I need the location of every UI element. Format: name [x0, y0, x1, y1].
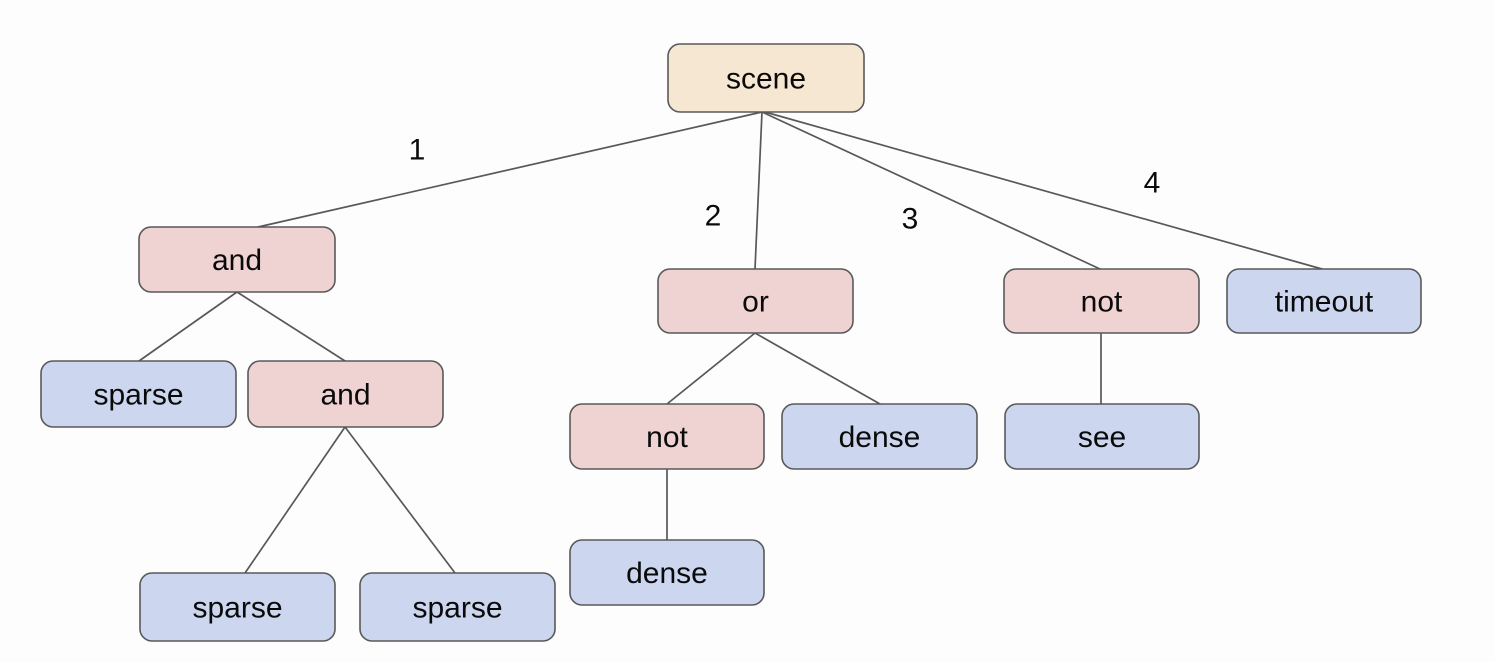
node-label-sparse2: sparse	[192, 592, 282, 625]
node-label-not2: not	[646, 421, 688, 454]
tree-node-sparse3[interactable]: sparse	[359, 572, 556, 642]
node-label-sparse3: sparse	[412, 592, 502, 625]
node-label-dense2: dense	[626, 557, 708, 590]
tree-node-timeout1[interactable]: timeout	[1226, 268, 1422, 334]
node-label-dense1: dense	[839, 421, 921, 454]
tree-node-sparse2[interactable]: sparse	[139, 572, 336, 642]
tree-edge-scene-to-and1	[257, 111, 763, 228]
node-label-timeout1: timeout	[1275, 286, 1374, 319]
tree-edge-and2-to-sparse3	[344, 426, 456, 574]
edge-label-3: 3	[902, 203, 919, 236]
node-label-scene: scene	[726, 63, 806, 96]
tree-edge-scene-to-timeout1	[764, 111, 1323, 270]
node-label-sparse1: sparse	[93, 379, 183, 412]
node-label-and2: and	[320, 379, 370, 412]
tree-edge-and2-to-sparse2	[244, 426, 346, 574]
node-label-or1: or	[742, 286, 769, 319]
node-box-sparse3[interactable]	[359, 572, 556, 642]
tree-node-and1[interactable]: and	[138, 226, 336, 293]
tree-node-dense1[interactable]: dense	[781, 403, 978, 470]
tree-node-see1[interactable]: see	[1004, 403, 1200, 470]
tree-edge-or1-to-not2	[666, 332, 756, 405]
edge-labels-layer: 1 2 3 4	[409, 134, 1161, 236]
node-box-not2[interactable]	[569, 403, 765, 470]
tree-node-or1[interactable]: or	[657, 268, 854, 334]
tree-node-not1[interactable]: not	[1003, 268, 1200, 334]
tree-edge-or1-to-dense1	[754, 332, 881, 405]
node-box-and2[interactable]	[247, 360, 444, 428]
node-box-sparse1[interactable]	[40, 360, 237, 428]
tree-edge-scene-to-or1	[754, 111, 763, 270]
node-box-sparse2[interactable]	[139, 572, 336, 642]
node-box-or1[interactable]	[657, 268, 854, 334]
node-box-see1[interactable]	[1004, 403, 1200, 470]
edges-layer	[138, 111, 1323, 574]
tree-node-dense2[interactable]: dense	[569, 539, 765, 606]
node-label-and1: and	[212, 244, 262, 277]
node-box-and1[interactable]	[138, 226, 336, 293]
tree-node-and2[interactable]: and	[247, 360, 444, 428]
node-label-see1: see	[1078, 421, 1126, 454]
edge-label-2: 2	[705, 200, 722, 233]
node-label-not1: not	[1081, 286, 1123, 319]
edge-label-4: 4	[1144, 167, 1161, 200]
node-box-dense1[interactable]	[781, 403, 978, 470]
node-box-dense2[interactable]	[569, 539, 765, 606]
tree-node-scene[interactable]: scene	[667, 43, 865, 113]
node-box-not1[interactable]	[1003, 268, 1200, 334]
node-box-timeout1[interactable]	[1226, 268, 1422, 334]
tree-edge-and1-to-sparse1	[138, 291, 238, 362]
nodes-layer: scene and or not timeout sparse and not dense see…	[40, 43, 1422, 642]
tree-node-sparse1[interactable]: sparse	[40, 360, 237, 428]
tree-edge-scene-to-not1	[761, 111, 1101, 270]
edge-label-1: 1	[409, 134, 426, 167]
tree-node-not2[interactable]: not	[569, 403, 765, 470]
node-box-scene[interactable]	[667, 43, 865, 113]
tree-edge-and1-to-and2	[236, 291, 346, 362]
